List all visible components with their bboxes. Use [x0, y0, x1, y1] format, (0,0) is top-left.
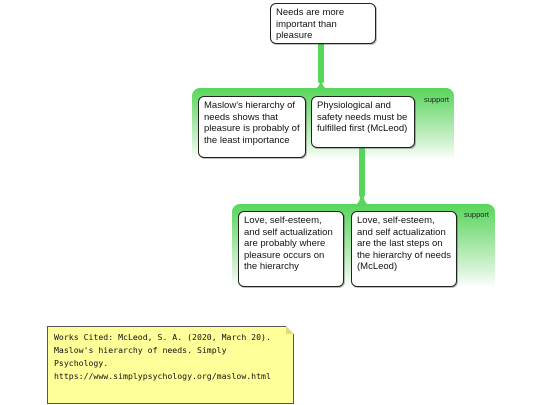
support-label-1: support [424, 95, 450, 104]
works-cited-line-2: Maslow's hierarchy of needs. Simply [54, 345, 227, 355]
love-esteem-pleasure-node[interactable]: Love, self-esteem, and self actualizatio… [238, 211, 344, 287]
works-cited-line-3: Psychology. [54, 358, 109, 368]
connector-root-to-group1 [312, 44, 330, 90]
note-fold-corner [286, 326, 294, 334]
love-esteem-last-steps-node[interactable]: Love, self-esteem, and self actualizatio… [351, 211, 457, 287]
maslow-hierarchy-node-text: Maslow's hierarchy of needs shows that p… [204, 100, 300, 146]
root-node-text: Needs are more important than pleasure [276, 7, 345, 41]
connector-root-stem [318, 43, 324, 83]
love-esteem-pleasure-node-text: Love, self-esteem, and self actualizatio… [244, 215, 333, 272]
physiological-safety-node-text: Physiological and safety needs must be f… [317, 100, 408, 134]
works-cited-line-4: https://www.simplypsychology.org/maslow.… [54, 371, 271, 381]
love-esteem-last-steps-node-text: Love, self-esteem, and self actualizatio… [357, 215, 452, 272]
root-node[interactable]: Needs are more important than pleasure [270, 3, 376, 44]
physiological-safety-node[interactable]: Physiological and safety needs must be f… [311, 96, 415, 148]
works-cited-line-1: Works Cited: McLeod, S. A. (2020, March … [54, 332, 271, 342]
support-label-2: support [464, 210, 490, 219]
works-cited-note[interactable]: Works Cited: McLeod, S. A. (2020, March … [47, 326, 294, 404]
maslow-hierarchy-node[interactable]: Maslow's hierarchy of needs shows that p… [198, 96, 306, 158]
